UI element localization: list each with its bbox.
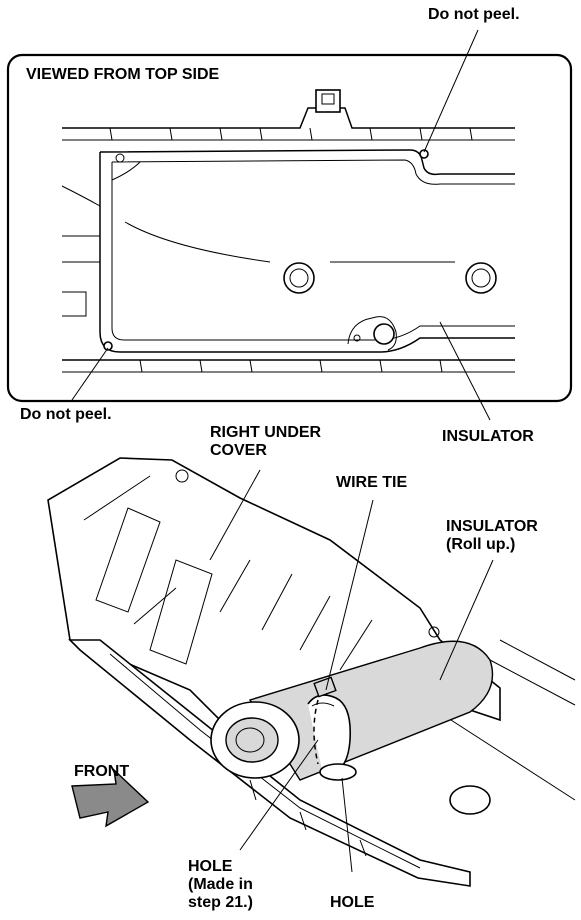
leader-wire-tie [325, 499, 374, 691]
leader-insulator-top [439, 321, 491, 421]
leader-hole [341, 777, 353, 873]
leader-right-under-cover [209, 469, 261, 561]
leader-do-not-peel-bottom [71, 347, 109, 401]
top-view-left-stubs [61, 185, 101, 317]
top-view-insulator-panel [99, 149, 515, 353]
top-right-clip [419, 149, 429, 159]
label-hole: HOLE [330, 894, 375, 911]
label-insulator-top: INSULATOR [442, 428, 534, 445]
bottom-left-clip [103, 341, 113, 351]
label-insulator-roll-up: INSULATOR (Roll up.) [446, 518, 538, 553]
top-view-lower-rail [62, 359, 515, 373]
leader-do-not-peel-top [423, 29, 479, 153]
rolled-insulator [210, 640, 494, 781]
label-front: FRONT [74, 763, 130, 780]
front-direction-arrow-icon [71, 768, 150, 828]
label-do-not-peel-bottom: Do not peel. [20, 406, 112, 423]
label-viewed-from-top-side: VIEWED FROM TOP SIDE [26, 66, 220, 83]
label-do-not-peel-top: Do not peel. [428, 6, 520, 23]
top-view-frame [6, 53, 573, 403]
wire-tie-shape [307, 676, 357, 781]
label-wire-tie: WIRE TIE [336, 474, 408, 491]
label-right-under-cover: RIGHT UNDER COVER [210, 424, 322, 459]
top-view-upper-rail [62, 89, 515, 141]
label-hole-made-in-step-21: HOLE (Made in step 21.) [188, 858, 253, 911]
leader-hole-made [239, 739, 319, 851]
leader-insulator-roll-up [439, 559, 494, 681]
